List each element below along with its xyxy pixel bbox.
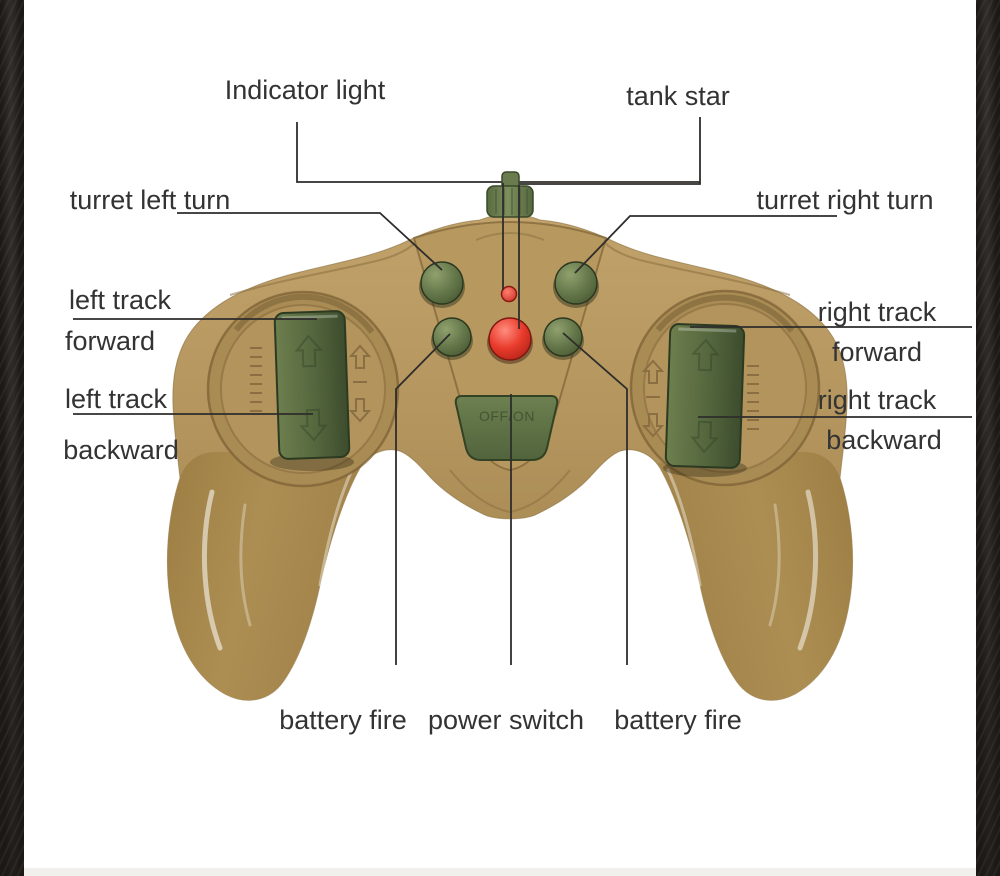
label-tank-star: tank star [626,81,730,111]
right-wing-groove [603,241,791,296]
right-dark-strip [976,0,1000,876]
leader-tank-star-top [519,117,701,185]
indicator-light-led [500,285,518,303]
label-turret-left-turn: turret left turn [69,185,231,215]
label-battery-fire-right: battery fire [614,705,742,735]
body-edge-highlight-right [590,453,624,482]
battery-fire-right-button[interactable] [543,317,583,357]
left-slider-highlight [281,314,338,320]
right-grip [658,452,853,701]
label-left-track-forward-2: forward [64,326,156,356]
left-track-slider[interactable] [273,310,351,460]
label-indicator-light: Indicator light [224,75,386,105]
leader-lines [73,183,972,665]
battery-fire-left-button[interactable] [432,317,472,357]
right-pad-shadow [655,294,795,333]
right-grip-highlight-2 [768,503,781,627]
up-arrow-icon [641,359,665,384]
label-turret-right-turn: turret right turn [756,185,934,215]
down-arrow-icon [348,398,372,423]
left-control-pad [206,290,400,488]
label-left-track-forward-1: left track [68,285,172,315]
label-right-track-backward-2: backward [826,425,942,455]
leader-turret-left-turn [177,212,443,271]
right-slider-arrows [690,338,720,454]
leader-horizontal-top [296,122,700,183]
left-grip [167,452,362,701]
power-switch-control[interactable]: OFF/ON [454,395,559,461]
turret-right-turn-button[interactable] [554,261,598,305]
left-wing-groove [229,241,417,296]
label-right-track-forward-1: right track [817,297,937,327]
left-pad-shadow [233,293,375,334]
right-pad-ribs [747,365,759,430]
label-right-track-forward-2: forward [831,337,923,367]
right-grip-inner-highlight [666,468,702,587]
left-dark-strip [0,0,24,876]
tank-star-fire-button[interactable] [488,317,532,361]
left-grip-highlight [201,489,223,651]
left-slider-arrows [294,334,328,442]
right-pad-arrow-icons [641,359,665,438]
antenna-ridges [495,188,528,215]
down-arrow-icon [641,413,665,438]
bottom-band [0,868,1000,876]
power-switch-label: OFF/ON [479,408,535,424]
label-battery-fire-left: battery fire [279,705,407,735]
label-right-track-backward-1: right track [817,385,937,415]
label-power-switch: power switch [427,705,585,735]
leader-turret-right-turn [574,215,837,274]
antenna-base [486,185,534,218]
controller-body: OFF/ON [166,213,854,701]
leader-battery-fire-left [395,333,451,665]
left-grip-highlight-2 [239,503,252,627]
right-track-slider[interactable] [664,323,746,469]
left-pad-ribs [250,347,262,412]
left-grip-inner-highlight [318,468,354,587]
label-left-track-backward-2: backward [63,435,179,465]
up-arrow-icon [348,344,372,369]
right-slider-highlight [678,327,737,333]
body-edge-highlight-left [396,453,430,482]
right-grip-highlight [797,489,819,651]
right-control-pad [629,289,821,487]
turret-left-turn-button[interactable] [420,261,464,305]
left-pad-arrow-icons [348,344,372,423]
lower-v-groove [449,469,571,514]
label-left-track-backward-1: left track [64,384,168,414]
leader-battery-fire-right [562,332,628,665]
antenna [486,171,534,218]
leader-lines-back [296,117,701,185]
power-switch-cap[interactable] [454,395,559,461]
green-buttons [419,261,599,360]
antenna-mound-groove [475,232,545,241]
